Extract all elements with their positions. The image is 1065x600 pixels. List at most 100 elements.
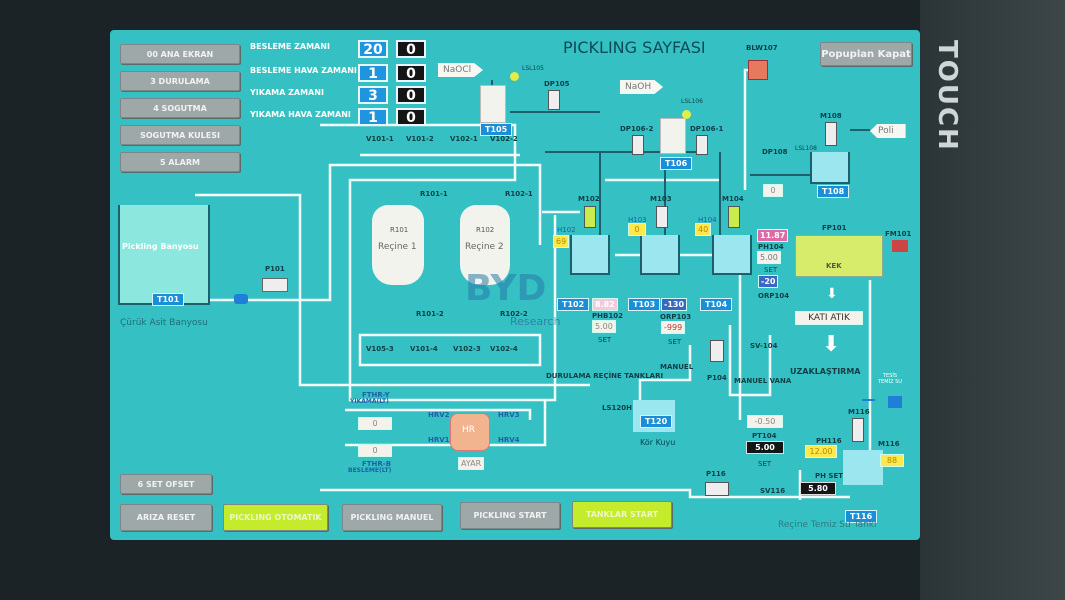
set-label: SET xyxy=(598,336,612,344)
resin-tanks-caption: DURULAMA REÇİNE TANKLARI xyxy=(546,372,664,380)
arrow-down-icon: ⬇ xyxy=(826,286,838,302)
hrv3-label: HRV3 xyxy=(498,411,520,419)
timer-actual-value: 0 xyxy=(396,40,426,58)
dosing-pump-icon[interactable] xyxy=(696,135,708,155)
hr-ayar-button[interactable]: AYAR xyxy=(458,457,485,470)
fthr-b-value: 0 xyxy=(358,444,392,457)
fthr-y-label: FTHR-Y xyxy=(362,391,390,399)
ph104-set-input[interactable]: 5.00 xyxy=(757,251,781,264)
fthr-y-sub: YIKAMA(LT) xyxy=(350,398,389,405)
uzaklastirma-label: UZAKLAŞTIRMA xyxy=(790,367,861,376)
orp103-set-input[interactable]: -999 xyxy=(661,321,686,334)
ph102-set-input[interactable]: 5.00 xyxy=(592,320,616,333)
manuel-vana-label: MANUEL VANA xyxy=(734,377,792,385)
h102-label: H102 xyxy=(557,226,576,234)
lsl106-label: LSL106 xyxy=(681,98,703,105)
valve-icon[interactable] xyxy=(234,294,248,304)
close-popup-button[interactable]: Popuplan Kapat xyxy=(820,42,912,66)
dosing-pump-icon[interactable] xyxy=(632,135,644,155)
valve-label: V101-2 xyxy=(406,135,434,143)
t103-tank xyxy=(640,235,680,275)
r101-tank xyxy=(372,205,424,285)
valve-label: R102-1 xyxy=(505,190,533,198)
h102-value: 69 xyxy=(553,235,570,248)
pump-icon[interactable] xyxy=(705,482,729,496)
filter-press-icon[interactable] xyxy=(795,235,883,277)
ph-set-label: PH SET xyxy=(815,472,844,480)
ph102-label: PHB102 xyxy=(592,312,623,320)
tesis-temiz-su-label: TESİS TEMİZ SU xyxy=(878,373,902,385)
pt104-set-input[interactable]: 5.00 xyxy=(746,441,784,454)
timer-label: BESLEME HAVA ZAMANI xyxy=(250,66,357,75)
valve-label: V101-4 xyxy=(410,345,438,353)
m104-label: M104 xyxy=(722,195,744,203)
t102-tank xyxy=(570,235,610,275)
orp103-value: -130 xyxy=(661,298,688,311)
kek-label: KEK xyxy=(826,262,842,270)
t106-tank xyxy=(660,118,686,154)
p116-label: P116 xyxy=(706,470,726,478)
ph102-value: 8.82 xyxy=(592,298,618,311)
level-indicator-icon xyxy=(682,110,691,119)
pickling-manuel-button[interactable]: PICKLING MANUEL xyxy=(342,504,442,531)
dosing-pump-icon[interactable] xyxy=(548,90,560,110)
bezel-brand: TOUCH xyxy=(932,40,962,152)
lsl105-label: LSL105 xyxy=(522,65,544,72)
hr-label: HR xyxy=(462,425,476,435)
nav-sogutma-button[interactable]: 4 SOGUTMA xyxy=(120,98,240,118)
valve-label: R101-2 xyxy=(416,310,444,318)
timer-set-input[interactable]: 1 xyxy=(358,64,388,82)
timer-set-input[interactable]: 1 xyxy=(358,108,388,126)
mixer-icon[interactable] xyxy=(728,206,740,228)
t106-tag: T106 xyxy=(660,157,693,170)
mixer-icon[interactable] xyxy=(584,206,596,228)
timer-set-input[interactable]: 20 xyxy=(358,40,388,58)
valve-label: V101-1 xyxy=(366,135,394,143)
timer-actual-value: 0 xyxy=(396,86,426,104)
set-label: SET xyxy=(668,338,682,346)
mixer-icon[interactable] xyxy=(825,122,837,146)
ph116-label: PH116 xyxy=(816,437,842,445)
mixer-icon[interactable] xyxy=(852,418,864,442)
nav-ana-ekran-button[interactable]: 00 ANA EKRAN xyxy=(120,44,240,64)
ph-set-input[interactable]: 5.80 xyxy=(800,482,836,495)
h104-value: 40 xyxy=(695,223,712,236)
pickling-tank-caption: Çürük Asit Banyosu xyxy=(120,318,208,328)
fthr-b-sub: BESLEME(LT) xyxy=(348,467,392,474)
process-piping xyxy=(195,68,875,500)
orp104-value: -20 xyxy=(758,275,779,288)
nav-sogutma-kulesi-button[interactable]: SOGUTMA KULESI xyxy=(120,125,240,145)
h116-label: M116 xyxy=(878,440,900,448)
valve-label: V105-3 xyxy=(366,345,394,353)
mixer-icon[interactable] xyxy=(656,206,668,228)
m102-label: M102 xyxy=(578,195,600,203)
fm101-label: FM101 xyxy=(885,230,912,238)
blower-icon[interactable] xyxy=(748,60,768,80)
ariza-reset-button[interactable]: ARIZA RESET xyxy=(120,504,212,531)
m108-label: M108 xyxy=(820,112,842,120)
tanklar-start-button[interactable]: TANKLAR START xyxy=(572,501,672,528)
nav-durulama-button[interactable]: 3 DURULAMA xyxy=(120,71,240,91)
timer-actual-value: 0 xyxy=(396,108,426,126)
nav-alarm-button[interactable]: 5 ALARM xyxy=(120,152,240,172)
pt104-label: PT104 xyxy=(752,432,777,440)
manuel-label: MANUEL xyxy=(660,363,694,371)
dp108-value: 0 xyxy=(763,184,783,197)
ph116-value: 12.00 xyxy=(805,445,837,458)
timer-set-input[interactable]: 3 xyxy=(358,86,388,104)
pump-icon[interactable] xyxy=(710,340,724,362)
sv104-label: SV-104 xyxy=(750,342,778,350)
timer-label: YIKAMA ZAMANI xyxy=(250,88,324,97)
pump-icon[interactable] xyxy=(262,278,288,292)
poli-tag: Poli xyxy=(870,124,906,138)
pickling-start-button[interactable]: PICKLING START xyxy=(460,502,560,529)
ph104-value: 11.87 xyxy=(757,229,789,242)
sv116-label: SV116 xyxy=(760,487,786,495)
set-ofset-button[interactable]: 6 SET OFSET xyxy=(120,474,212,494)
valve-icon[interactable] xyxy=(888,396,902,408)
h104-label: H104 xyxy=(698,216,717,224)
pickling-otomatik-button[interactable]: PICKLING OTOMATIK xyxy=(223,504,328,531)
ph104-label: PH104 xyxy=(758,243,784,251)
dp108-label: DP108 xyxy=(762,148,788,156)
fp101-label: FP101 xyxy=(822,224,847,232)
